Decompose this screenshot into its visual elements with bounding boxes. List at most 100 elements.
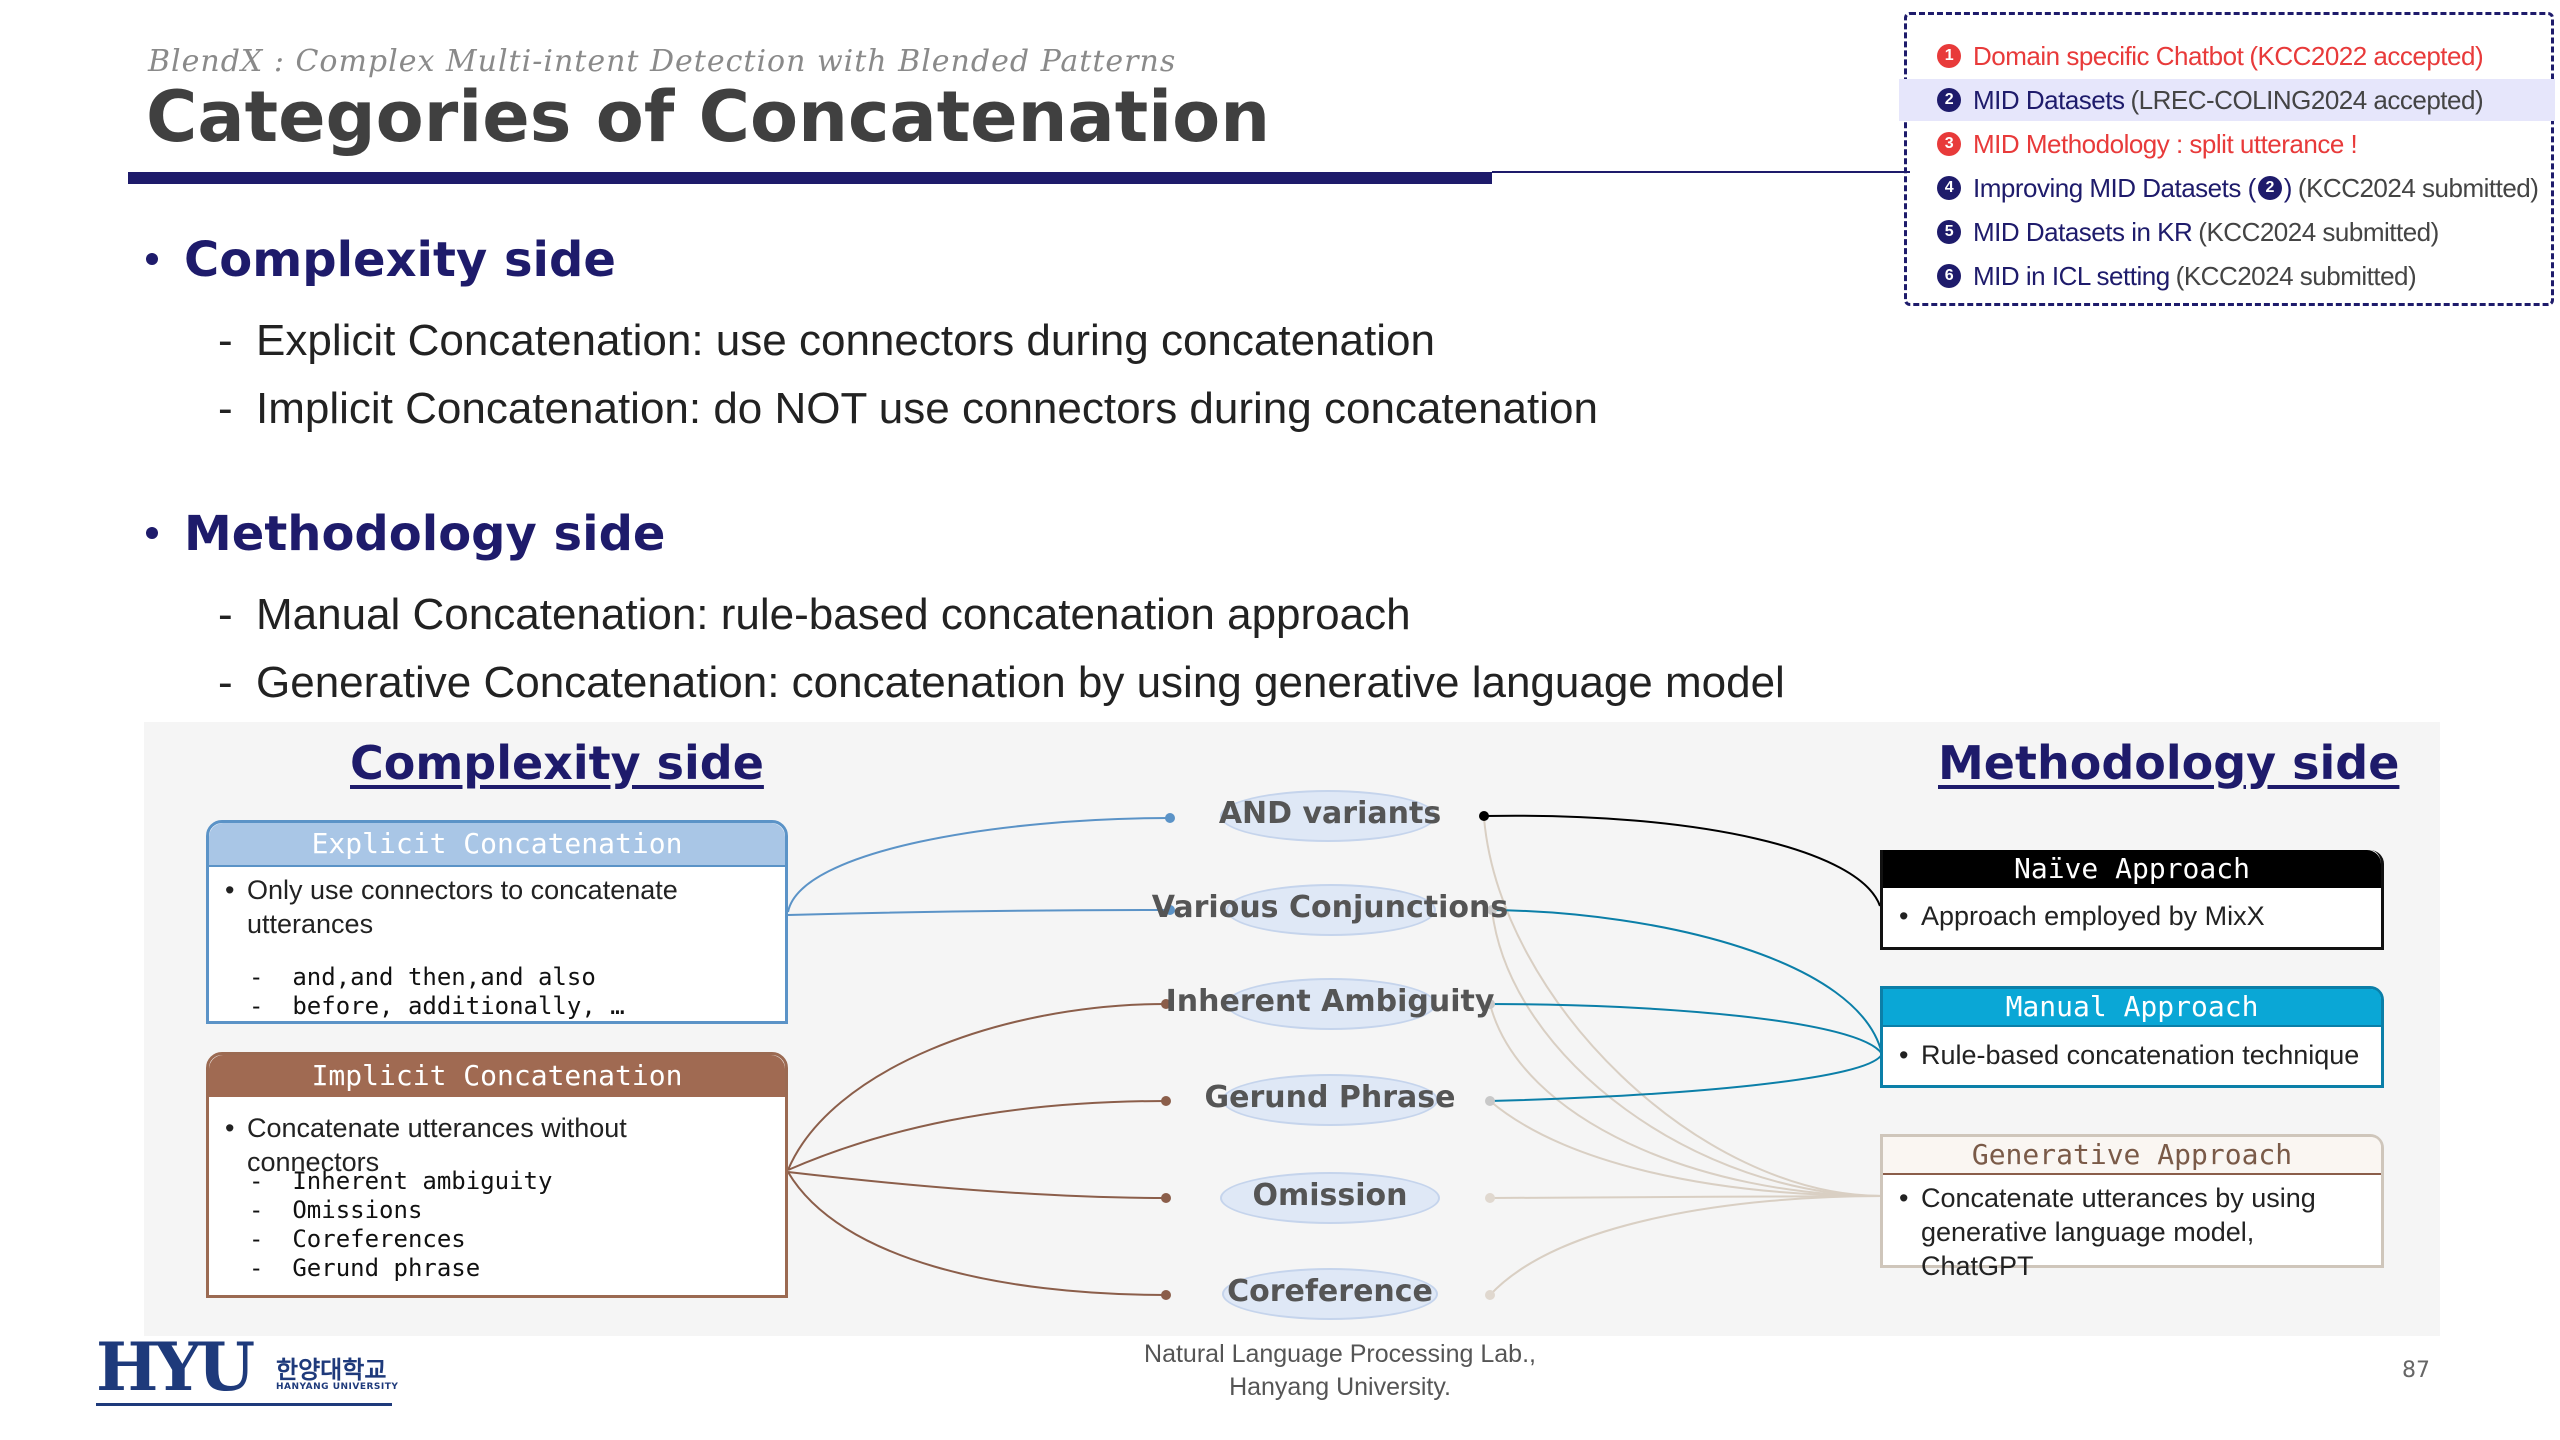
naive-bullet-text: Approach employed by MixX <box>1921 901 2265 931</box>
footer-lab-line1: Natural Language Processing Lab., <box>1144 1340 1536 1368</box>
generative-bullet-text: Concatenate utterances by using generati… <box>1921 1183 2316 1281</box>
title-underline-bar <box>128 172 1492 184</box>
dot-right-conj <box>1487 905 1497 915</box>
roadmap-item-note: (KCC2024 submitted) <box>2175 260 2417 291</box>
university-logo: HYU <box>96 1328 255 1406</box>
bullet-heading-text: Methodology side <box>184 506 666 562</box>
pattern-oval-gerund-phrase <box>1222 1074 1438 1126</box>
bullet-item-implicit: -Implicit Concatenation: do NOT use conn… <box>218 384 1598 433</box>
edge-manual-gerund <box>1489 1053 1883 1102</box>
bullet-item-text: Implicit Concatenation: do NOT use conne… <box>256 384 1598 433</box>
roadmap-number-badge: 2 <box>1937 88 1961 112</box>
deck-subtitle: BlendX : Complex Multi-intent Detection … <box>148 44 1177 79</box>
roadmap-item-3: 3 MID Methodology : split utterance ! <box>1937 123 2358 165</box>
manual-bullet-text: Rule-based concatenation technique <box>1921 1040 2360 1070</box>
dot-left-coref <box>1161 1290 1171 1300</box>
dot-left-ambig <box>1161 999 1171 1009</box>
dot-left-gerund <box>1161 1096 1171 1106</box>
slide-title: Categories of Concatenation <box>146 76 1271 158</box>
dot-left-conj <box>1165 905 1175 915</box>
edge-implicit-coref <box>787 1171 1167 1296</box>
manual-box-bullet: •Rule-based concatenation technique <box>1899 1035 2359 1075</box>
pattern-label-inherent-ambiguity: Inherent Ambiguity <box>1165 984 1495 1019</box>
naive-box-header: Naïve Approach <box>1883 850 2381 888</box>
university-logo-korean: 한양대학교 <box>276 1356 387 1384</box>
explicit-bullet-text: Only use connectors to concatenate utter… <box>247 875 678 939</box>
explicit-example-1: - and,and then,and also <box>249 963 596 991</box>
dot-right-and <box>1479 811 1489 821</box>
edge-gen-conj <box>1491 909 1883 1197</box>
generative-box-header: Generative Approach <box>1883 1137 2381 1175</box>
implicit-box-bullet: •Concatenate utterances without connecto… <box>225 1111 765 1179</box>
roadmap-item-note: (KCC2024 submitted) <box>2297 172 2539 203</box>
pattern-label-gerund-phrase: Gerund Phrase <box>1204 1080 1456 1115</box>
edge-implicit-gerund <box>787 1100 1167 1171</box>
pattern-oval-omission <box>1220 1172 1440 1224</box>
roadmap-item-6: 6 MID in ICL setting (KCC2024 submitted) <box>1937 255 2417 297</box>
manual-box-header: Manual Approach <box>1883 989 2381 1027</box>
implicit-example-2: - Omissions <box>249 1196 423 1224</box>
bullet-dot <box>146 527 158 539</box>
pattern-label-coreference: Coreference <box>1227 1274 1433 1309</box>
implicit-box-header: Implicit Concatenation <box>209 1055 785 1097</box>
manual-approach-box: Manual Approach •Rule-based concatenatio… <box>1880 986 2384 1088</box>
bullet-item-manual: -Manual Concatenation: rule-based concat… <box>218 590 1411 639</box>
title-underline-line <box>1492 171 1910 173</box>
dot-right-omission <box>1485 1193 1495 1203</box>
roadmap-item-title: MID in ICL setting <box>1973 260 2170 291</box>
explicit-example-2: - before, additionally, … <box>249 992 625 1020</box>
generative-approach-box: Generative Approach •Concatenate utteran… <box>1880 1134 2384 1281</box>
roadmap-item-note: (KCC2022 accepted) <box>2249 40 2484 71</box>
diagram-right-title: Methodology side <box>1938 736 2400 790</box>
roadmap-item-4: 4 Improving MID Datasets ( 2 ) (KCC2024 … <box>1937 167 2539 209</box>
edge-manual-ambig <box>1489 1003 1883 1055</box>
bullet-dot <box>146 253 158 265</box>
implicit-example-3: - Coreferences <box>249 1225 466 1253</box>
explicit-box-bullet: •Only use connectors to concatenate utte… <box>225 873 745 941</box>
edge-gen-ambig <box>1489 1003 1883 1197</box>
generative-box-bullet: •Concatenate utterances by using generat… <box>1899 1181 2359 1283</box>
bullet-item-text: Manual Concatenation: rule-based concate… <box>256 590 1411 639</box>
implicit-concatenation-box: Implicit Concatenation •Concatenate utte… <box>206 1052 788 1298</box>
roadmap-item-2: 2 MID Datasets (LREC-COLING2024 accepted… <box>1899 79 2555 121</box>
roadmap-inline-badge: 2 <box>2257 176 2282 200</box>
bullet-heading-text: Complexity side <box>184 232 616 288</box>
footer-lab-line2: Hanyang University. <box>1229 1373 1451 1401</box>
edge-implicit-omission <box>787 1171 1167 1199</box>
naive-box-bullet: •Approach employed by MixX <box>1899 896 2265 936</box>
naive-approach-box: Naïve Approach •Approach employed by Mix… <box>1880 850 2384 950</box>
bullet-item-explicit: -Explicit Concatenation: use connectors … <box>218 316 1435 365</box>
university-logo-english: HANYANG UNIVERSITY <box>276 1382 399 1392</box>
edge-naive-and <box>1483 814 1881 907</box>
bullet-item-text: Explicit Concatenation: use connectors d… <box>256 316 1435 365</box>
roadmap-item-note: (KCC2024 submitted) <box>2198 216 2439 247</box>
diagram-left-title: Complexity side <box>350 736 764 790</box>
page-number: 87 <box>2402 1358 2430 1383</box>
edge-implicit-ambig <box>787 1003 1167 1171</box>
roadmap-item-note: (LREC-COLING2024 accepted) <box>2130 84 2484 115</box>
pattern-oval-and-variants <box>1220 790 1436 842</box>
edge-gen-and <box>1483 817 1883 1197</box>
dot-left-and <box>1165 813 1175 823</box>
bullet-item-text: Generative Concatenation: concatenation … <box>256 658 1785 707</box>
roadmap-item-title: Domain specific Chatbot <box>1973 40 2244 71</box>
roadmap-item-5: 5 MID Datasets in KR (KCC2024 submitted) <box>1937 211 2439 253</box>
dot-right-coref <box>1485 1290 1495 1300</box>
explicit-concatenation-box: Explicit Concatenation •Only use connect… <box>206 820 788 1024</box>
edge-explicit-and <box>787 817 1171 913</box>
roadmap-number-badge: 1 <box>1937 44 1961 68</box>
pattern-oval-various-conjunctions <box>1226 884 1436 936</box>
implicit-example-4: - Gerund phrase <box>249 1254 481 1282</box>
roadmap-number-badge: 3 <box>1937 132 1961 156</box>
logo-underline <box>96 1403 392 1406</box>
bullet-heading-methodology: Methodology side <box>146 506 665 562</box>
roadmap-box: 1 Domain specific Chatbot (KCC2022 accep… <box>1899 12 2555 306</box>
roadmap-item-title: MID Datasets <box>1973 84 2125 115</box>
pattern-label-and-variants: AND variants <box>1218 796 1442 831</box>
edge-gen-gerund <box>1489 1100 1883 1197</box>
implicit-bullet-text: Concatenate utterances without connector… <box>247 1113 627 1177</box>
roadmap-number-badge: 6 <box>1937 264 1961 288</box>
roadmap-number-badge: 4 <box>1937 176 1961 200</box>
dot-right-gerund <box>1485 1096 1495 1106</box>
